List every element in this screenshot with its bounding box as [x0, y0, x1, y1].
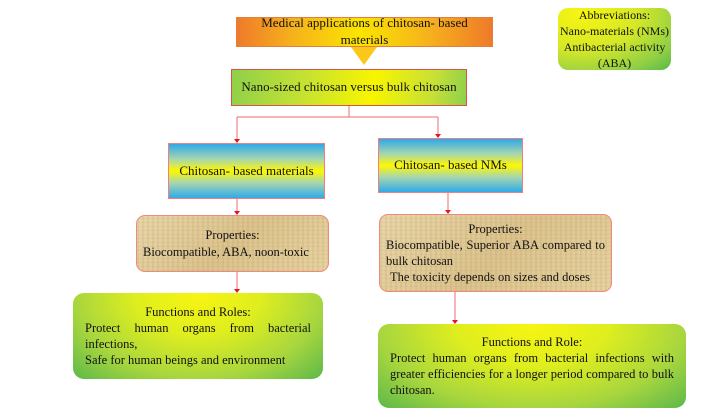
arrowhead [234, 139, 240, 143]
left-branch-label: Chitosan- based materials [179, 162, 314, 178]
right-properties-heading: Properties: [468, 221, 523, 236]
left-functions-box: Functions and Roles: Protect human organ… [73, 293, 323, 379]
right-functions-box: Functions and Role: Protect human organs… [378, 324, 686, 408]
left-properties-box: Properties: Biocompatible, ABA, noon-tox… [136, 215, 329, 272]
right-properties-box: Properties: Biocompatible, Superior ABA … [379, 214, 612, 292]
abbreviations-heading: Abbreviations: [578, 7, 651, 22]
comparison-text: Nano-sized chitosan versus bulk chitosan [241, 79, 457, 95]
right-properties-line: Biocompatible, Superior ABA compared to … [386, 237, 605, 268]
abbreviation-item: Nano-materials (NMs) [560, 23, 669, 38]
left-functions-heading: Functions and Roles: [145, 304, 251, 319]
left-functions-line: Safe for human beings and environment [85, 353, 286, 368]
arrowhead [445, 210, 451, 214]
left-branch-box: Chitosan- based materials [168, 143, 325, 199]
right-branch-label: Chitosan- based NMs [394, 157, 507, 173]
left-properties-heading: Properties: [205, 228, 260, 243]
arrowhead [234, 289, 240, 293]
abbreviation-item: Antibacterial activity (ABA) [563, 40, 666, 71]
left-functions-line: Protect human organs from bacterial infe… [85, 320, 311, 351]
right-functions-heading: Functions and Role: [481, 334, 583, 349]
title-text: Medical applications of chitosan- based … [261, 15, 468, 47]
left-properties-line: Biocompatible, ABA, noon-toxic [143, 244, 309, 259]
right-properties-line: The toxicity depends on sizes and doses [390, 270, 590, 285]
comparison-box: Nano-sized chitosan versus bulk chitosan [231, 69, 467, 106]
title-pointer [351, 47, 377, 65]
arrowhead [452, 320, 458, 324]
arrowhead [234, 211, 240, 215]
abbreviations-box: Abbreviations: Nano-materials (NMs) Anti… [558, 8, 671, 70]
title-box: Medical applications of chitosan- based … [236, 15, 493, 47]
arrowhead [435, 134, 441, 138]
right-branch-box: Chitosan- based NMs [378, 138, 523, 193]
right-functions-line: Protect human organs from bacterial infe… [390, 350, 674, 398]
